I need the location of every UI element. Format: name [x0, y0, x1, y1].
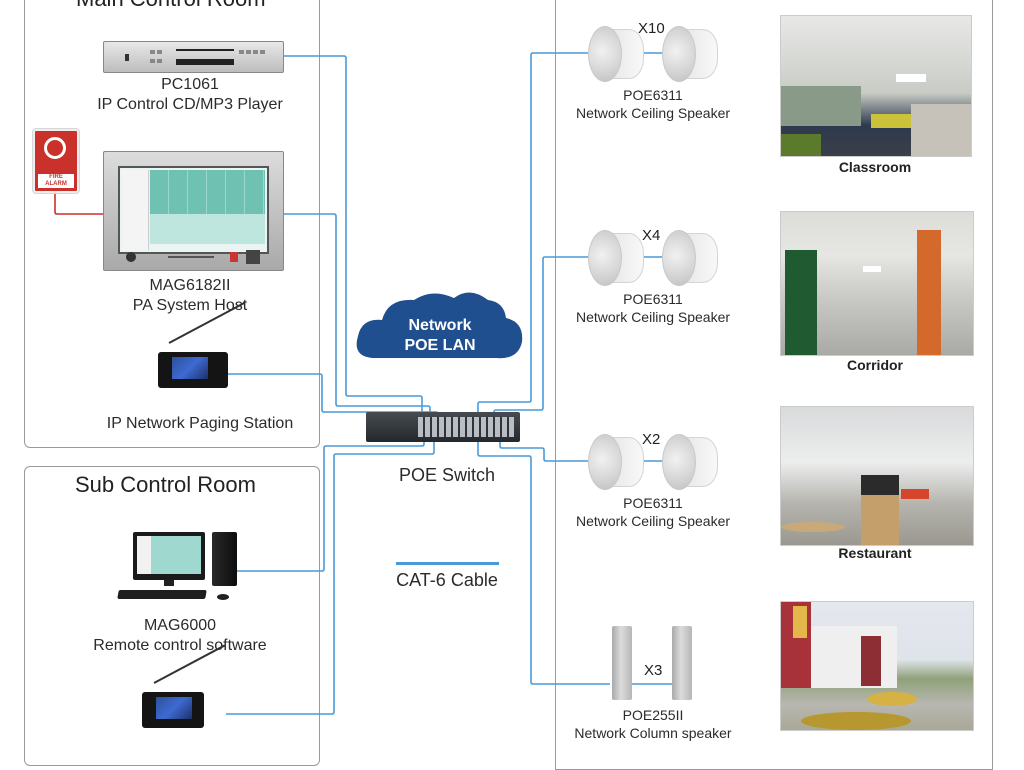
corridor-caption: Corridor: [847, 357, 903, 373]
cd-player-label: PC1061 IP Control CD/MP3 Player: [97, 76, 283, 113]
ceiling-speaker-icon: [662, 230, 696, 286]
cable-zone-classroom: [477, 52, 588, 420]
zone-2-label: POE6311 Network Ceiling Speaker: [575, 291, 731, 325]
cable-legend-line: [396, 562, 499, 565]
speaker-count-4: X3: [644, 662, 663, 679]
keyboard-icon: [117, 590, 207, 599]
pc-tower-icon: [212, 532, 237, 586]
cable-zone-column: [477, 438, 610, 685]
computer-icon: [133, 532, 205, 580]
speaker-count-1: X10: [638, 20, 665, 37]
cable-wiring: [54, 52, 672, 715]
speaker-count-3: X2: [642, 431, 661, 448]
zone-1-label: POE6311 Network Ceiling Speaker: [575, 87, 731, 121]
fire-alarm-icon: FIRE ALARM: [33, 129, 79, 193]
cloud-shape: [356, 292, 523, 359]
cable-pa-host: [283, 213, 431, 420]
campus-photo: [780, 601, 974, 731]
cd-player-icon: [103, 41, 284, 73]
paging-station-label: IP Network Paging Station: [106, 415, 294, 432]
cable-sub-pc: [236, 438, 425, 572]
corridor-photo: [780, 211, 974, 356]
paging-station-icon: [158, 352, 228, 388]
restaurant-photo: [780, 406, 974, 546]
sub-control-room-title: Sub Control Room: [75, 472, 256, 497]
mouse-icon: [217, 594, 229, 600]
speaker-count-2: X4: [642, 227, 661, 244]
cable-sub-paging: [226, 438, 435, 715]
cable-zone-restaurant: [499, 438, 588, 462]
ceiling-speaker-icon: [588, 230, 622, 286]
paging-station-icon: [142, 692, 204, 728]
pa-host-icon: [103, 151, 284, 271]
ceiling-speaker-icon: [662, 26, 696, 82]
cloud-label: Network POE LAN: [404, 317, 476, 354]
paging-station-main: [155, 301, 255, 390]
monitor-stand: [164, 580, 174, 586]
column-speaker-icon: [612, 626, 632, 700]
poe-switch-icon: [366, 412, 520, 442]
cable-zone-corridor: [493, 256, 588, 420]
cable-cd-player: [283, 55, 423, 420]
main-control-room-title: Main Control Room: [76, 0, 266, 12]
column-speaker-icon: [672, 626, 692, 700]
paging-station-sub: [140, 644, 240, 728]
restaurant-caption: Restaurant: [838, 545, 912, 561]
pa-host-label: MAG6182II PA System Host: [132, 277, 248, 314]
ceiling-speaker-icon: [662, 434, 696, 490]
software-label: MAG6000 Remote control software: [93, 617, 267, 654]
ceiling-speaker-icon: [588, 26, 622, 82]
poe-switch-label: POE Switch: [398, 465, 496, 485]
classroom-photo: [780, 15, 972, 157]
classroom-caption: Classroom: [838, 159, 912, 175]
cable-legend-label: CAT-6 Cable: [396, 570, 498, 590]
zone-3-label: POE6311 Network Ceiling Speaker: [575, 495, 731, 529]
alarm-wire: [54, 192, 103, 215]
ceiling-speaker-icon: [588, 434, 622, 490]
